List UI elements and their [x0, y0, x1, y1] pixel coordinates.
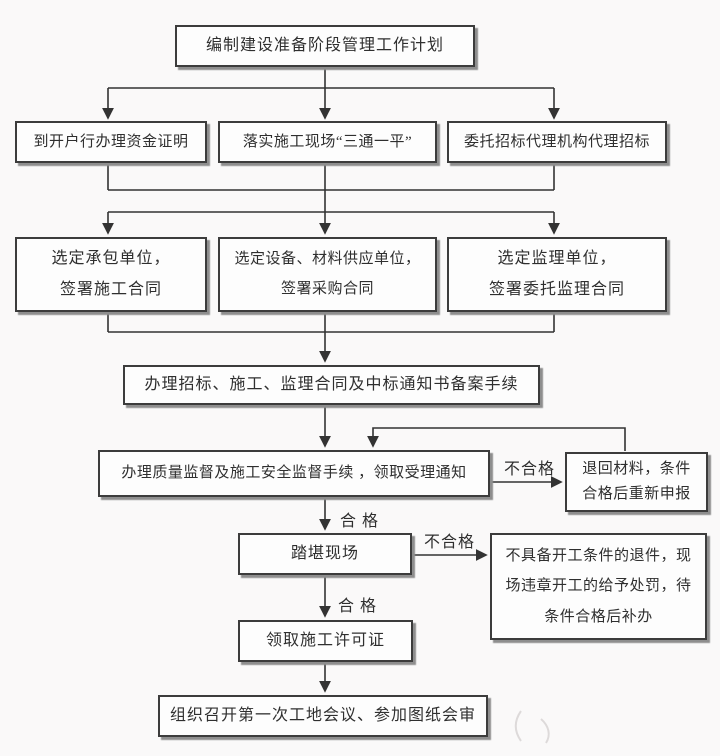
- watermark: [514, 710, 550, 744]
- node-supplier-line2: 签署采购合同: [280, 281, 374, 298]
- node-plan-label: 编制建设准备阶段管理工作计划: [205, 37, 444, 54]
- node-site-survey-label: 踏堪现场: [290, 545, 359, 562]
- label-pass-2: 合 格: [338, 598, 378, 615]
- label-fail-2: 不合格: [424, 534, 476, 551]
- node-contractor-line1: 选定承包单位，: [51, 250, 171, 268]
- node-first-meeting-label: 组织召开第一次工地会议、参加图纸会审: [169, 707, 476, 724]
- node-reject-penalty-line2: 场违章开工的给予处罚，待: [505, 578, 692, 595]
- label-pass-1: 合 格: [340, 513, 380, 530]
- node-site-prep: 落实施工现场“三通一平”: [218, 121, 437, 163]
- node-filing-label: 办理招标、施工、监理合同及中标通知书备案手续: [144, 376, 519, 393]
- node-permit-label: 领取施工许可证: [265, 632, 385, 649]
- node-filing: 办理招标、施工、监理合同及中标通知书备案手续: [123, 365, 540, 405]
- node-site-survey: 踏堪现场: [238, 533, 412, 575]
- label-fail-1: 不合格: [504, 461, 556, 478]
- node-supervision: 选定监理单位， 签署委托监理合同: [447, 237, 667, 312]
- node-contractor-line2: 签署施工合同: [59, 280, 162, 298]
- node-permit: 领取施工许可证: [238, 620, 413, 662]
- node-reject-penalty-line1: 不具备开工条件的退件，现: [505, 547, 692, 564]
- edge-feedback-reapply: [367, 427, 626, 451]
- node-supplier-line1: 选定设备、材料供应单位，: [234, 251, 421, 268]
- node-return-materials-line1: 退回材料，条件: [582, 461, 691, 478]
- node-reject-penalty-line3: 条件合格后补办: [544, 608, 653, 625]
- node-fund-proof-label: 到开户行办理资金证明: [33, 133, 189, 150]
- node-supervision-line2: 签署委托监理合同: [488, 280, 625, 298]
- node-contractor: 选定承包单位， 签署施工合同: [15, 237, 207, 312]
- node-return-materials-line2: 合格后重新申报: [582, 486, 691, 503]
- node-site-prep-label: 落实施工现场“三通一平”: [242, 133, 413, 150]
- node-plan: 编制建设准备阶段管理工作计划: [175, 25, 475, 67]
- node-bid-agency-label: 委托招标代理机构代理招标: [463, 133, 650, 150]
- node-supplier: 选定设备、材料供应单位， 签署采购合同: [218, 237, 437, 312]
- node-return-materials: 退回材料，条件 合格后重新申报: [565, 452, 708, 512]
- node-fund-proof: 到开户行办理资金证明: [15, 121, 207, 163]
- node-quality-safety: 办理质量监督及施工安全监督手续 ，领取受理通知: [98, 450, 490, 497]
- node-reject-penalty: 不具备开工条件的退件，现 场违章开工的给予处罚，待 条件合格后补办: [490, 533, 707, 640]
- node-bid-agency: 委托招标代理机构代理招标: [447, 121, 667, 163]
- node-supervision-line1: 选定监理单位，: [497, 250, 617, 268]
- node-first-meeting: 组织召开第一次工地会议、参加图纸会审: [158, 695, 488, 737]
- node-quality-safety-label: 办理质量监督及施工安全监督手续 ，领取受理通知: [121, 465, 467, 482]
